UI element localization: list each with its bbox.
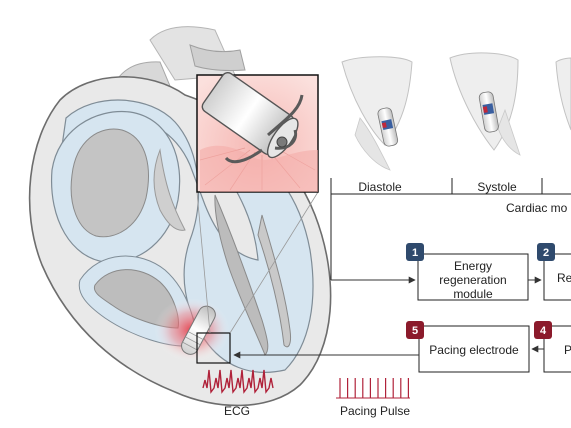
block-badge-5 (406, 321, 424, 339)
block-4: P 4 (534, 321, 571, 373)
cardiac-phase-ruler (330, 178, 571, 280)
pacing-electrode-block: Pacing electrode 5 (406, 321, 530, 373)
energy-regeneration-block: Energy regeneration module 1 (406, 243, 529, 301)
pacing-pulse-label: Pacing Pulse (340, 404, 410, 418)
capsule-focus-box (196, 332, 231, 364)
systole-thumbnail (449, 52, 521, 156)
energy-block-line-1: Energy (454, 259, 492, 273)
diastole-label: Diastole (358, 180, 402, 194)
ecg-waveform (202, 369, 274, 394)
block-badge-2 (537, 243, 555, 261)
third-phase-thumbnail (555, 57, 571, 131)
pacing-electrode-label: Pacing electrode (429, 343, 519, 357)
block-2: Re 2 (537, 243, 571, 301)
zoom-inset (196, 72, 319, 193)
block-badge-4-number: 4 (540, 325, 547, 337)
energy-block-line-3: module (453, 287, 493, 301)
block-badge-1 (406, 243, 424, 261)
zoom-connector (196, 191, 211, 334)
block-badge-1-number: 1 (412, 247, 418, 259)
zoom-connector (229, 191, 319, 334)
ecg-label: ECG (224, 404, 250, 418)
energy-block-line-2: regeneration (439, 273, 506, 287)
diastole-thumbnail (341, 56, 413, 171)
block-2-label: Re (557, 271, 571, 285)
block-badge-4 (534, 321, 552, 339)
cardiac-motion-label: Cardiac mo (506, 201, 568, 215)
block-badge-5-number: 5 (412, 325, 418, 337)
leadless-pacemaker-capsule (181, 305, 216, 355)
systole-label: Systole (477, 180, 517, 194)
block-badge-2-number: 2 (543, 247, 549, 259)
pacing-pulse-train (336, 378, 410, 399)
block-4-label: P (564, 343, 571, 357)
